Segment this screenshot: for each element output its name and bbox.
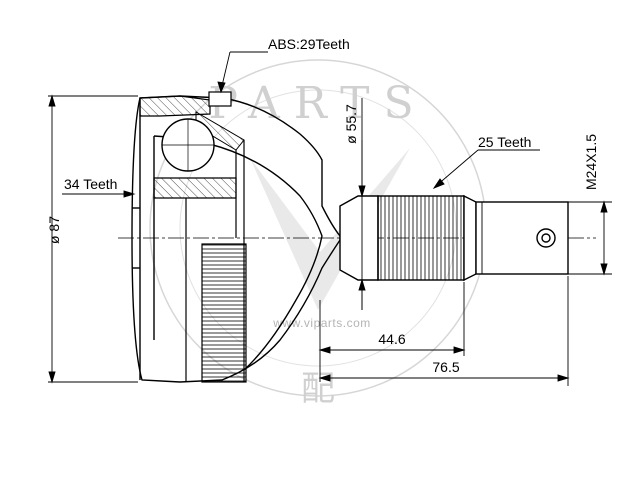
watermark-url: www.viparts.com: [272, 316, 371, 330]
abs-tooth-block: [208, 91, 232, 107]
label-diameter-55-7: ø 55.7: [343, 104, 359, 144]
abs-ring-top: [139, 95, 211, 117]
label-thread: M24X1.5: [583, 134, 599, 190]
bell-housing: [131, 95, 341, 383]
inner-race-section: [153, 177, 237, 199]
label-abs-teeth: ABS:29Teeth: [268, 36, 350, 52]
label-outer-teeth: 25 Teeth: [478, 134, 531, 150]
cotter-hole: [536, 228, 556, 248]
label-inner-teeth: 34 Teeth: [64, 176, 117, 192]
stub-shaft: [339, 194, 569, 282]
label-length-44-6: 44.6: [378, 331, 405, 347]
label-length-76-5: 76.5: [432, 359, 459, 375]
outer-spline: [377, 195, 465, 281]
watermark-v-logo: [250, 148, 410, 310]
dimensions: [48, 51, 612, 386]
label-diameter-87: ø 87: [46, 216, 62, 244]
watermark-brand: PARTS: [208, 78, 427, 129]
abs-ring-teeth: [201, 243, 247, 383]
